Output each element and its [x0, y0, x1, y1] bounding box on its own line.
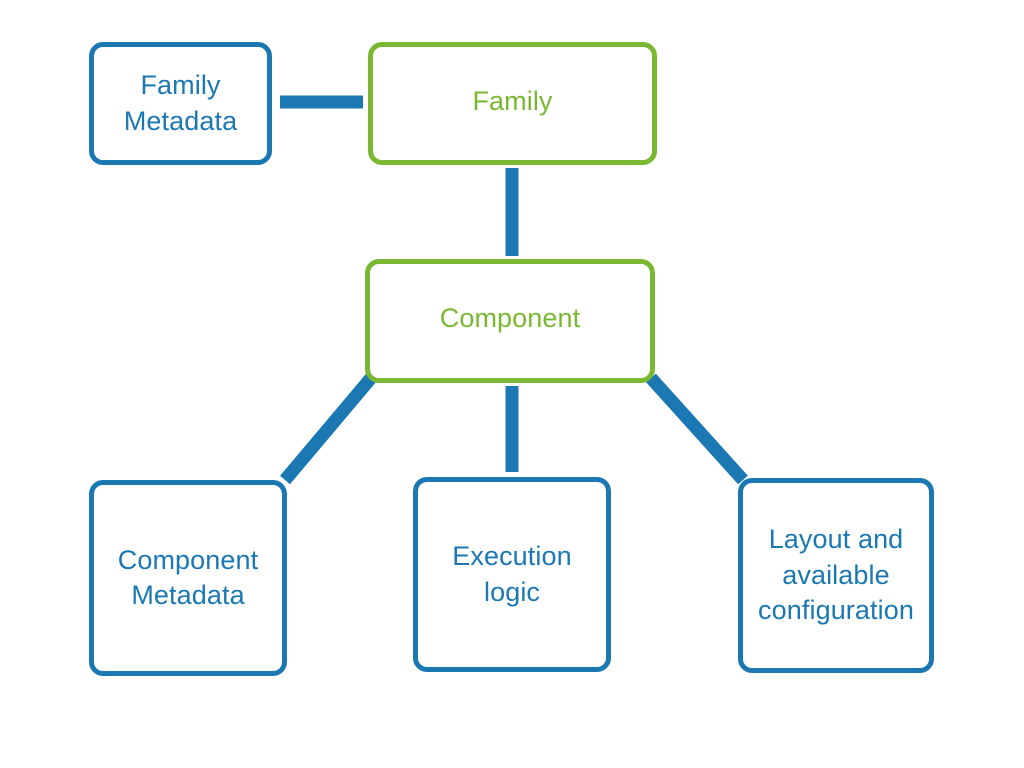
- node-layout-config-label: Layout and available configuration: [758, 524, 914, 626]
- node-component[interactable]: Component: [365, 259, 655, 383]
- connector-component-to-component-metadata: [280, 373, 376, 485]
- node-execution-logic-label: Execution logic: [452, 541, 572, 607]
- node-family[interactable]: Family: [368, 42, 657, 165]
- node-layout-config[interactable]: Layout and available configuration: [738, 478, 934, 673]
- node-component-label: Component: [439, 303, 581, 334]
- node-family-label: Family: [472, 85, 553, 116]
- node-component-metadata[interactable]: Component Metadata: [89, 480, 287, 676]
- node-family-metadata[interactable]: Family Metadata: [89, 42, 272, 165]
- node-execution-logic[interactable]: Execution logic: [413, 477, 611, 672]
- node-family-metadata-label: Family Metadata: [123, 70, 238, 136]
- node-component-metadata-label: Component Metadata: [117, 544, 259, 610]
- connector-component-to-layout-config: [646, 373, 748, 485]
